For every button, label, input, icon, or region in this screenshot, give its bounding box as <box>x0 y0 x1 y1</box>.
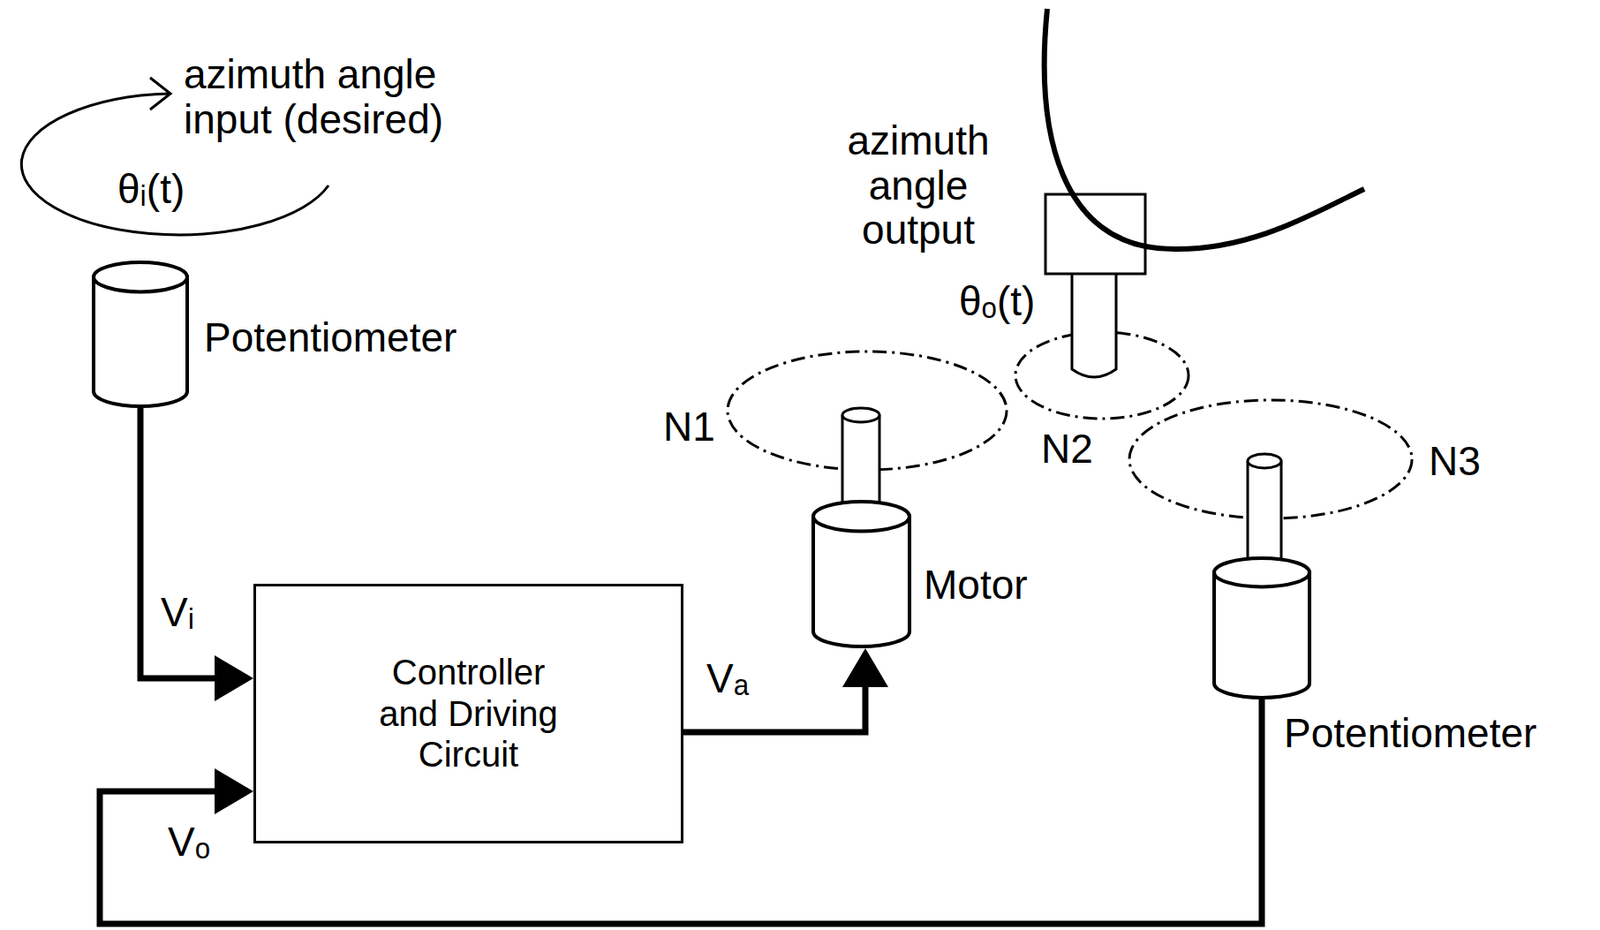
component-label: Motor <box>923 562 1028 608</box>
cylinder-side <box>93 277 188 407</box>
cylinder-side <box>1214 572 1310 698</box>
signal-name: Vₐ <box>706 656 749 702</box>
cylinder-top <box>1214 558 1310 587</box>
box-text: Controller and Driving Circuit <box>358 651 580 776</box>
antenna-dish <box>1044 8 1365 250</box>
component-label: Potentiometer <box>203 315 457 361</box>
pot-shaft-top <box>1247 453 1282 468</box>
output-shaft <box>1071 270 1117 378</box>
arrowhead <box>214 768 254 815</box>
signal-name: Vᵢ <box>160 589 195 635</box>
arrowhead <box>842 648 889 687</box>
rotation-arrowhead <box>150 77 171 110</box>
input-label: azimuth angle input (desired) <box>183 52 502 142</box>
cylinder-outline <box>811 499 912 649</box>
cylinder-side <box>813 516 910 647</box>
signal-name: Vₒ <box>167 819 211 865</box>
angle-symbol: θₒ(t) <box>958 279 1035 325</box>
motor-shaft-top <box>842 407 880 423</box>
cylinder-outline <box>91 260 189 408</box>
arrowhead <box>214 655 254 702</box>
cylinder-outline <box>1212 556 1312 700</box>
cylinder-top <box>813 501 910 532</box>
angle-symbol: θᵢ(t) <box>117 166 185 212</box>
component-label: Potentiometer <box>1283 710 1537 756</box>
potentiometer-body: Potentiometer <box>91 260 189 408</box>
motor-body: Motor <box>811 499 912 649</box>
output-label: azimuth angle output <box>830 118 1007 253</box>
antenna-mount <box>1045 194 1146 274</box>
controller-box: Controller and Driving Circuit <box>253 583 684 844</box>
wire-line <box>140 407 217 679</box>
signal-wire <box>140 407 254 702</box>
gear-label: N1 <box>663 404 716 450</box>
signal-wire <box>683 648 889 733</box>
cylinder-top <box>93 262 188 292</box>
gear-label: N2 <box>1041 426 1094 472</box>
pot-shaft <box>1247 460 1282 567</box>
gear-label: N3 <box>1428 438 1481 484</box>
potentiometer-body: Potentiometer <box>1212 556 1312 700</box>
